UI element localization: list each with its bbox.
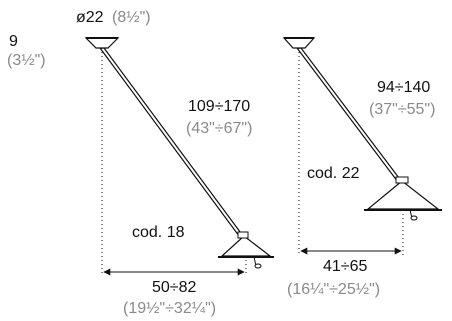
left-arm-length-imperial-label: (43"÷67"): [186, 120, 252, 137]
right-ceiling-canopy: [282, 37, 316, 49]
right-reach-label: 41÷65: [323, 258, 367, 275]
left-top-height-label: 9: [9, 33, 18, 50]
right-shade: [364, 176, 442, 221]
left-arm-length-label: 109÷170: [188, 98, 250, 115]
left-shade: [218, 231, 274, 269]
left-arm: [99, 47, 247, 241]
right-lamp: [282, 37, 442, 256]
right-reach-imperial-label: (16¼"÷25½"): [287, 281, 380, 298]
left-reach-label: 50÷82: [152, 279, 196, 296]
left-diameter-label: ø22: [76, 9, 104, 26]
left-code-label: cod. 18: [132, 224, 185, 241]
right-arm-length-imperial-label: (37"÷55"): [369, 101, 435, 118]
left-ceiling-canopy: [84, 37, 120, 49]
left-reach-imperial-label: (19½"÷32¼"): [123, 300, 216, 317]
right-code-label: cod. 22: [307, 165, 360, 182]
left-diameter-imperial-label: (8½"): [112, 9, 151, 26]
left-lamp: [84, 37, 274, 276]
left-top-height-imperial-label: (3½"): [7, 52, 46, 69]
right-arm-length-label: 94÷140: [377, 79, 430, 96]
